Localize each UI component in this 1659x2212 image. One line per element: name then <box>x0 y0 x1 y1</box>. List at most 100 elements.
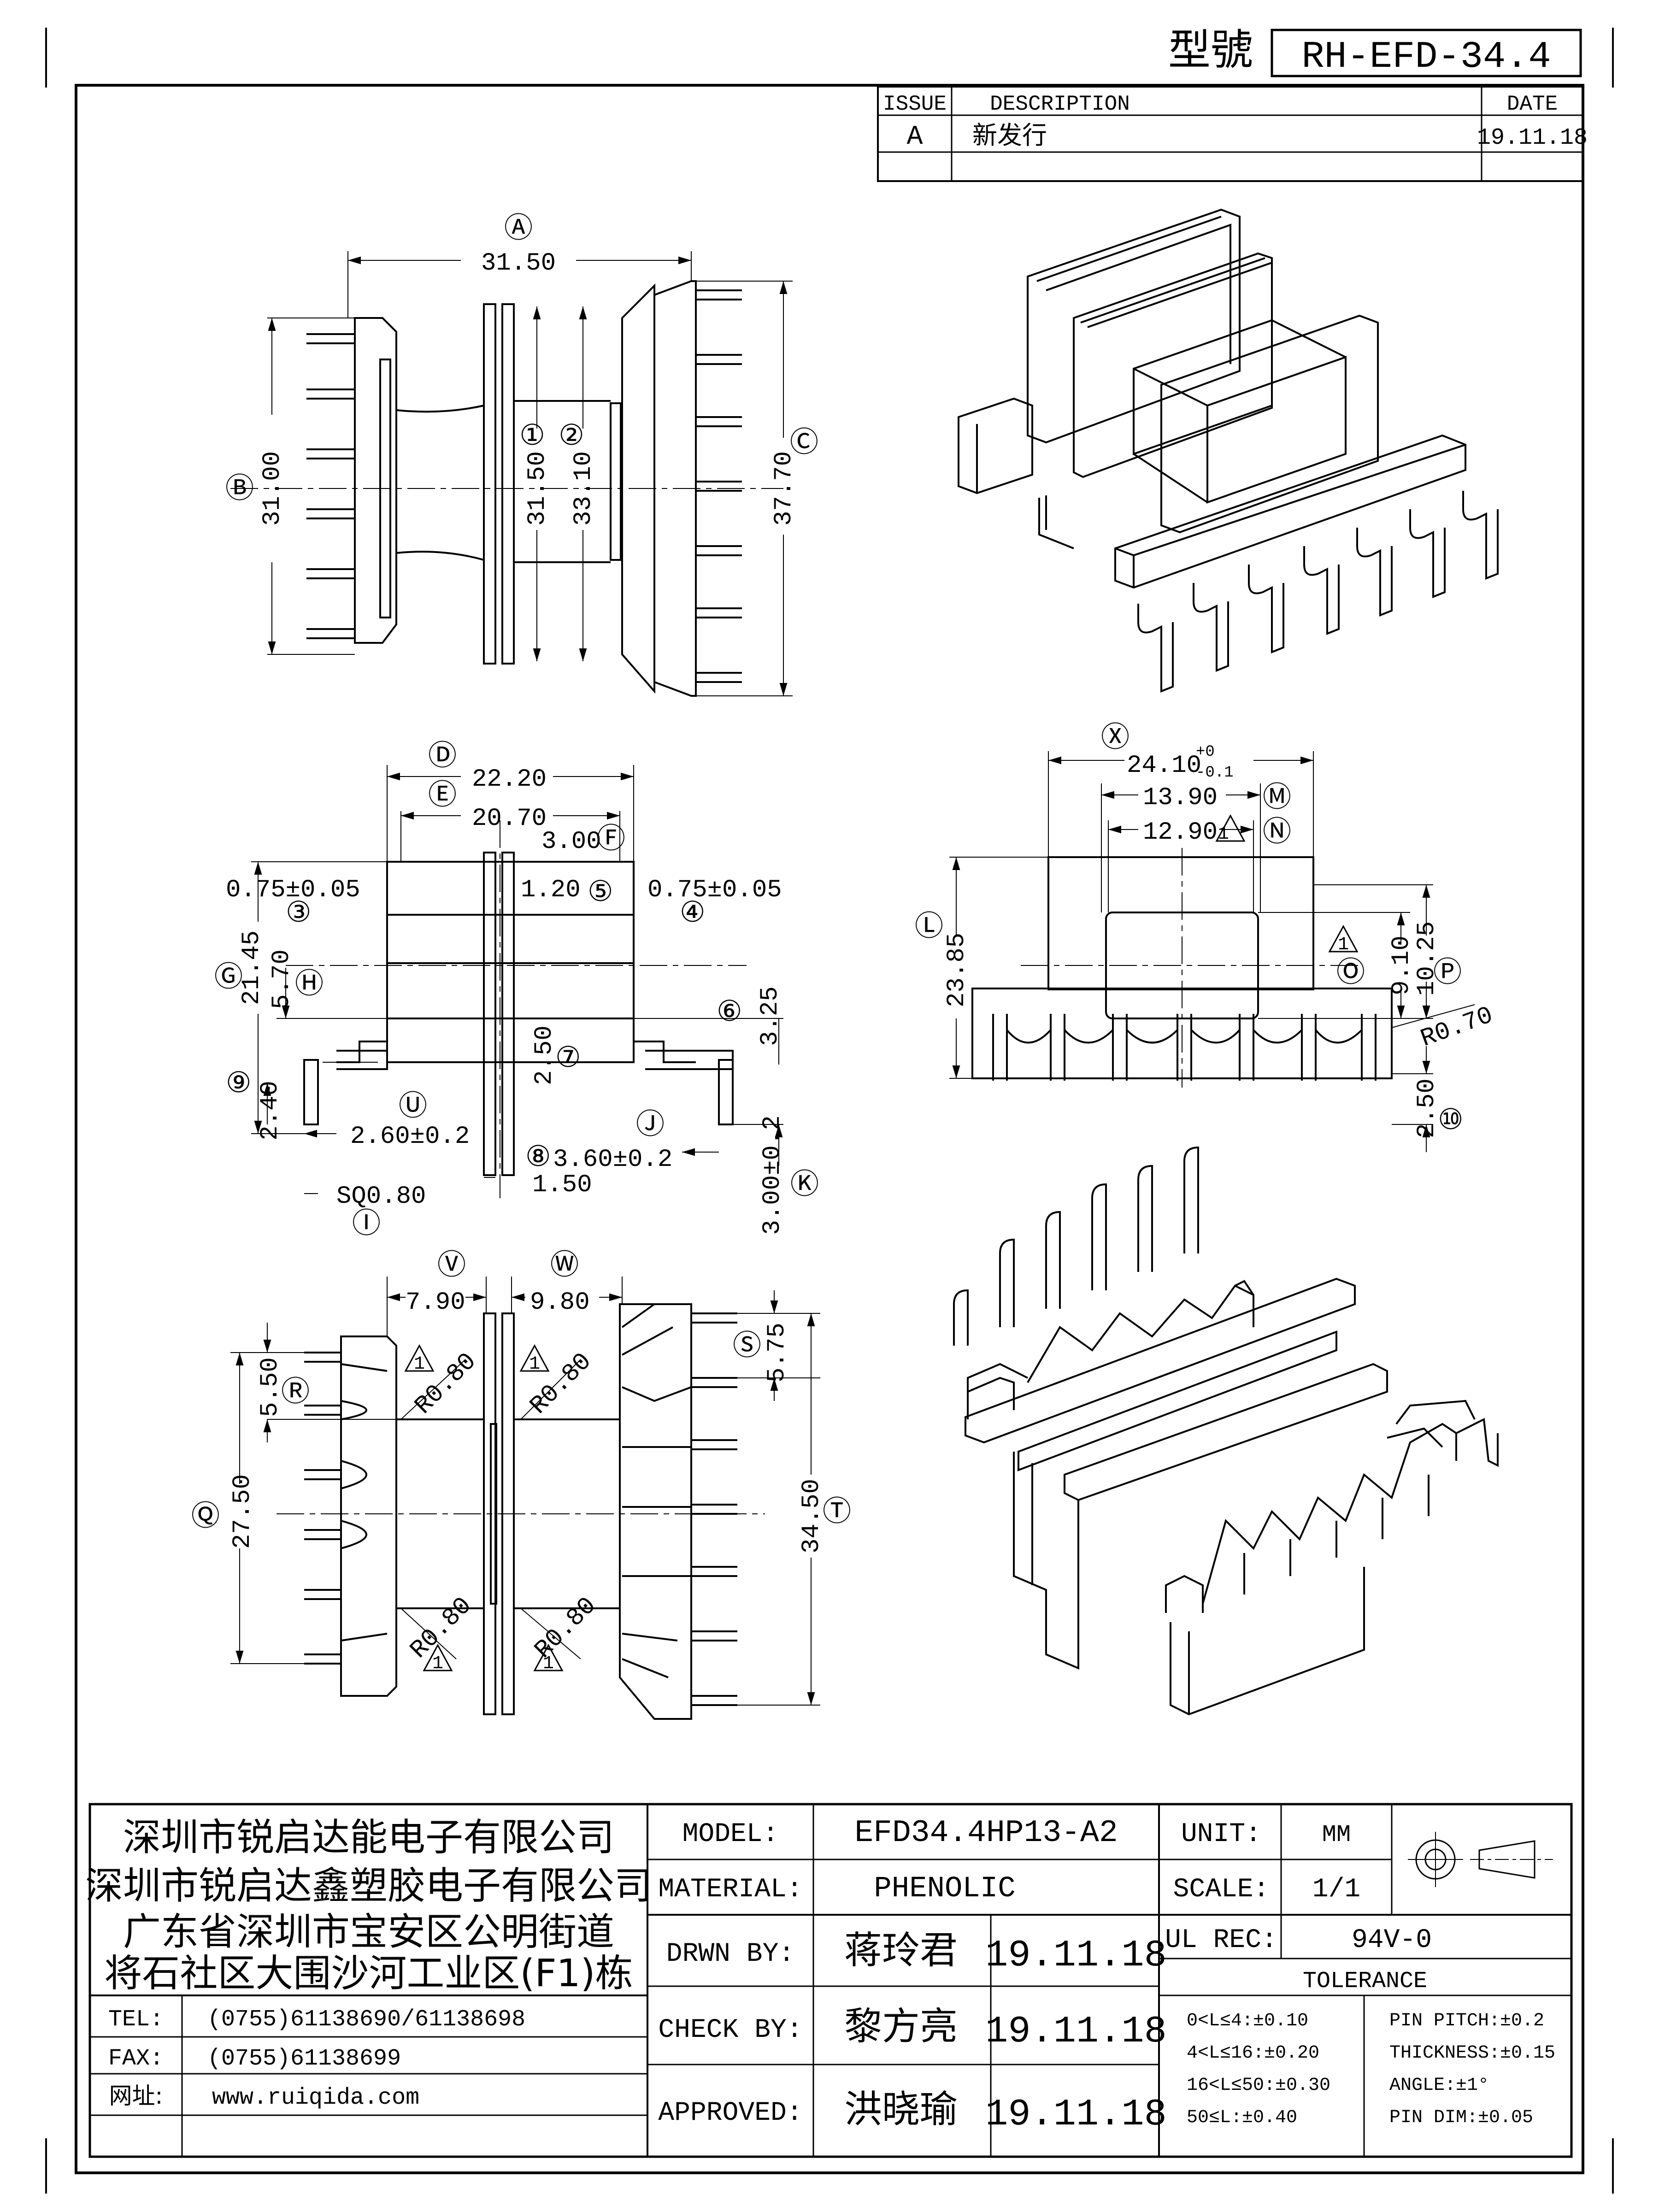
rev-header-issue: ISSUE <box>883 92 947 116</box>
dim-f: 3.00 <box>541 828 601 856</box>
check-date: 19.11.18 <box>985 2010 1167 2053</box>
bottom-view-left-pins <box>304 1352 388 1665</box>
tol-left-3: 16<L≤50:±0.30 <box>1187 2075 1330 2096</box>
side-view-labels: Ⓓ 22.20 Ⓔ 20.70 3.00 Ⓕ 0.75±0.05 ③ 1.20 … <box>214 738 819 1240</box>
rev-date: 19.11.18 <box>1477 125 1588 151</box>
model-value: EFD34.4HP13-A2 <box>854 1815 1118 1851</box>
label-9: ⑨ <box>226 1065 252 1099</box>
bottom-view-right-pins <box>621 1303 737 1706</box>
unit-value: MM <box>1322 1821 1351 1848</box>
tri-mark-6: 1 <box>543 1653 554 1674</box>
tol-left-1: 0<L≤4:±0.10 <box>1187 2011 1308 2031</box>
revision-table: ISSUE DESCRIPTION DATE A 新发行 19.11.18 <box>877 86 1588 182</box>
model-no: RH-EFD-34.4 <box>1301 35 1551 78</box>
tol-right-3: ANGLE:±1° <box>1389 2075 1489 2096</box>
label-g: Ⓖ <box>214 959 243 993</box>
dim-m: 13.90 <box>1143 784 1218 812</box>
label-l: Ⓛ <box>915 909 943 942</box>
drawn-label: DRWN BY: <box>666 1939 794 1969</box>
dim-o: 9.10 <box>1388 935 1416 995</box>
dim-3: 0.75±0.05 <box>226 876 360 904</box>
label-q: Ⓠ <box>191 1499 220 1532</box>
drawn-name: 蒋玲君 <box>844 1929 958 1972</box>
top-view-labels: Ⓐ 31.50 Ⓑ 31.00 Ⓒ 37.70 ① ② 31.50 33.10 <box>225 211 818 526</box>
tol-right-2: THICKNESS:±0.15 <box>1389 2043 1555 2064</box>
top-view-right-pins <box>696 289 742 683</box>
isometric-view-top <box>958 208 1499 693</box>
dim-g: 21.45 <box>238 930 266 1005</box>
label-10: ⑩ <box>1438 1102 1464 1136</box>
dim-6: 3.25 <box>756 986 784 1046</box>
rev-description: 新发行 <box>972 121 1047 150</box>
dim-r080-d: R0.80 <box>529 1592 602 1665</box>
tri-mark-3: 1 <box>414 1354 425 1375</box>
isometric-bottom-pins-front <box>1165 1400 1499 1613</box>
rev-header-date: DATE <box>1507 92 1558 116</box>
label-1: ① <box>519 418 545 452</box>
label-3: ③ <box>286 895 312 929</box>
scale-label: SCALE: <box>1173 1875 1270 1905</box>
label-2: ② <box>559 418 584 452</box>
tri-mark-2: 1 <box>1338 935 1349 955</box>
top-view-left-pins <box>306 333 355 639</box>
model-number-header: 型號 RH-EFD-34.4 <box>1168 25 1582 78</box>
tel-value: (0755)61138690/61138698 <box>207 2006 525 2033</box>
label-j: Ⓙ <box>636 1107 665 1141</box>
label-b: Ⓑ <box>225 471 254 505</box>
dim-i: SQ0.80 <box>336 1182 426 1211</box>
label-k: Ⓚ <box>790 1167 819 1200</box>
check-label: CHECK BY: <box>658 2015 802 2045</box>
label-e: Ⓔ <box>428 777 457 811</box>
tol-right-1: PIN PITCH:±0.2 <box>1389 2011 1544 2031</box>
dim-n: 12.90 <box>1143 818 1218 847</box>
model-label: 型號 <box>1168 25 1253 75</box>
material-value: PHENOLIC <box>874 1872 1015 1906</box>
title-block <box>88 1803 1573 2158</box>
dim-v: 7.90 <box>406 1288 465 1317</box>
dim-r: 5.50 <box>256 1357 284 1417</box>
sheet-frame <box>45 28 1614 2194</box>
material-label: MATERIAL: <box>658 1875 802 1905</box>
label-6: ⑥ <box>717 994 742 1028</box>
dim-c: 37.70 <box>770 451 798 526</box>
isometric-pins <box>1137 491 1499 693</box>
tolerance-label: TOLERANCE <box>1303 1968 1427 1994</box>
dim-15: 1.50 <box>532 1171 592 1199</box>
dim-4: 0.75±0.05 <box>647 876 782 904</box>
projection-symbol <box>1408 1832 1553 1887</box>
bottom-view <box>230 1277 820 1720</box>
approved-label: APPROVED: <box>658 2098 802 2128</box>
company-line-4: 将石社区大围沙河工业区(F1)栋 <box>104 1952 633 1995</box>
rev-issue: A <box>907 122 923 152</box>
label-h: Ⓗ <box>295 966 324 1000</box>
dim-x-tol-up: +0 <box>1196 743 1215 761</box>
company-line-3: 广东省深圳市宝安区公明街道 <box>123 1910 614 1954</box>
dim-1: 31.50 <box>524 451 552 526</box>
dim-8: 3.60±0.2 <box>553 1146 672 1174</box>
tel-label: TEL: <box>108 2006 164 2033</box>
label-u: Ⓤ <box>399 1088 427 1122</box>
web-value: www.ruiqida.com <box>212 2085 419 2111</box>
dim-x: 24.10 <box>1127 752 1201 780</box>
label-7: ⑦ <box>555 1040 581 1074</box>
label-5: ⑤ <box>588 874 613 908</box>
tol-right-4: PIN DIM:±0.05 <box>1389 2107 1533 2128</box>
dim-5: 1.20 <box>521 876 581 904</box>
dim-b: 31.00 <box>259 451 287 526</box>
approved-date: 19.11.18 <box>985 2093 1167 2136</box>
side-view <box>251 765 783 1198</box>
dim-2: 33.10 <box>570 451 598 526</box>
label-t: Ⓣ <box>823 1494 851 1528</box>
dim-p: 10.25 <box>1413 921 1441 996</box>
company-line-2: 深圳市锐启达鑫塑胶电子有限公司 <box>85 1864 652 1908</box>
dim-9: 2.40 <box>256 1081 284 1141</box>
dim-q: 27.50 <box>229 1474 257 1549</box>
dim-k: 3.00±0.2 <box>759 1115 787 1235</box>
ul-label: UL REC: <box>1165 1925 1277 1955</box>
top-view <box>230 251 793 697</box>
dim-h: 5.70 <box>268 949 296 1009</box>
label-p: Ⓟ <box>1433 955 1462 988</box>
company-line-1: 深圳市锐启达能电子有限公司 <box>123 1816 614 1859</box>
drawn-date: 19.11.18 <box>985 1934 1167 1977</box>
